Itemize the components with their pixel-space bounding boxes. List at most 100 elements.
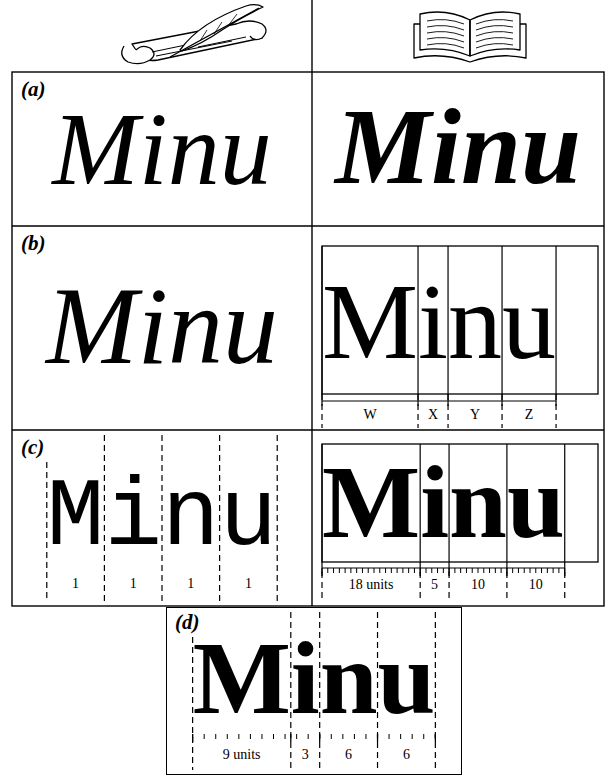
unit-tick <box>215 734 216 739</box>
unit-tick <box>400 734 401 739</box>
letter-boundary <box>321 394 322 428</box>
unit-tick <box>402 568 403 573</box>
width-tick <box>321 394 322 406</box>
width-tick <box>417 394 418 406</box>
sample-word: Minu <box>335 93 581 201</box>
width-label: 3 <box>302 748 309 762</box>
sample-word: Minu <box>47 471 277 567</box>
open-book-icon <box>414 12 526 62</box>
unit-tick <box>454 568 455 573</box>
width-label: 1 <box>130 577 137 591</box>
unit-tick <box>408 568 409 573</box>
row-divider <box>12 429 604 430</box>
width-tick <box>555 394 556 406</box>
print-panel: Minu <box>313 73 603 225</box>
unit-tick <box>518 568 519 573</box>
scroll-curl <box>236 21 266 40</box>
unit-tick <box>412 734 413 739</box>
unit-tick <box>261 734 262 739</box>
unit-tick <box>356 568 357 573</box>
unit-tick <box>339 568 340 573</box>
sample-word: Minu <box>193 626 436 730</box>
unit-tick <box>238 734 239 739</box>
width-label: 1 <box>187 577 194 591</box>
unit-tick <box>389 734 390 739</box>
table-border <box>12 72 604 606</box>
width-label: Z <box>525 408 534 422</box>
width-label: 1 <box>245 577 252 591</box>
scroll-curl <box>122 46 154 64</box>
unit-tick <box>512 568 513 573</box>
column-divider <box>311 72 312 606</box>
book-text-lines <box>427 20 464 48</box>
unit-tick <box>423 734 424 739</box>
width-label: 1 <box>72 577 79 591</box>
width-label: 10 <box>529 578 543 592</box>
sample-word: Minu <box>46 271 278 381</box>
unit-tick <box>478 568 479 573</box>
handwriting-panel: (b)Minu <box>13 227 311 429</box>
unit-tick <box>273 734 274 739</box>
unit-tick <box>285 734 286 739</box>
unit-tick <box>414 568 415 573</box>
type-width-frame: MinuWXYZ <box>322 246 598 428</box>
unit-tick <box>319 734 320 742</box>
unit-tick <box>564 568 565 576</box>
unit-tick <box>391 568 392 573</box>
table-grid <box>12 0 604 606</box>
unit-tick <box>250 734 251 739</box>
unit-tick <box>362 568 363 573</box>
type-frame <box>322 246 598 394</box>
unit-tick <box>448 568 449 576</box>
unit-tick <box>483 568 484 573</box>
letter-boundary <box>555 394 556 428</box>
unit-tick <box>333 568 334 573</box>
handwriting-panel: (a)Minu <box>13 73 311 225</box>
unit-tick <box>426 568 427 573</box>
monospace-panel: (c)Minu1111 <box>13 431 311 605</box>
unit-tick <box>296 734 297 739</box>
letter-boundary <box>417 394 418 428</box>
unit-tick <box>435 734 436 742</box>
book-page <box>420 12 470 56</box>
unit-tick <box>530 568 531 573</box>
unit-tick <box>331 734 332 739</box>
panel-letter: (b) <box>21 233 46 254</box>
unit-tick <box>472 568 473 573</box>
header-divider <box>311 0 312 72</box>
unit-tick <box>379 568 380 573</box>
unit-tick <box>524 568 525 573</box>
unit-tick <box>327 568 328 573</box>
unit-tick <box>431 568 432 573</box>
letter-boundary <box>501 394 502 428</box>
unit-tick <box>345 568 346 573</box>
unit-width-box: (d)Minu9 units366 <box>166 607 462 775</box>
book-page <box>470 12 520 56</box>
width-tick <box>447 394 448 406</box>
unit-tick <box>506 568 507 576</box>
unit-tick <box>558 568 559 573</box>
unit-tick <box>368 568 369 573</box>
sample-word: Minu <box>322 450 565 554</box>
unit-tick <box>227 734 228 739</box>
width-label: 6 <box>403 748 410 762</box>
unit-tick <box>342 734 343 739</box>
book-text-lines <box>476 20 513 48</box>
unit-tick <box>501 568 502 573</box>
quill-scroll-icon <box>122 5 266 64</box>
unit-tick <box>397 568 398 573</box>
letter-boundary <box>564 562 565 602</box>
unit-tick <box>321 568 322 576</box>
quill-shaft <box>170 8 259 57</box>
width-tick <box>501 394 502 406</box>
letter-boundary <box>420 562 421 602</box>
unit-tick <box>350 568 351 573</box>
width-label: 18 units <box>349 578 394 592</box>
unit-tick <box>495 568 496 573</box>
unit-tick <box>547 568 548 573</box>
panel-letter: (a) <box>21 79 46 100</box>
width-label: W <box>363 408 376 422</box>
width-label: X <box>428 408 438 422</box>
unit-tick <box>385 568 386 573</box>
width-line <box>322 400 556 401</box>
